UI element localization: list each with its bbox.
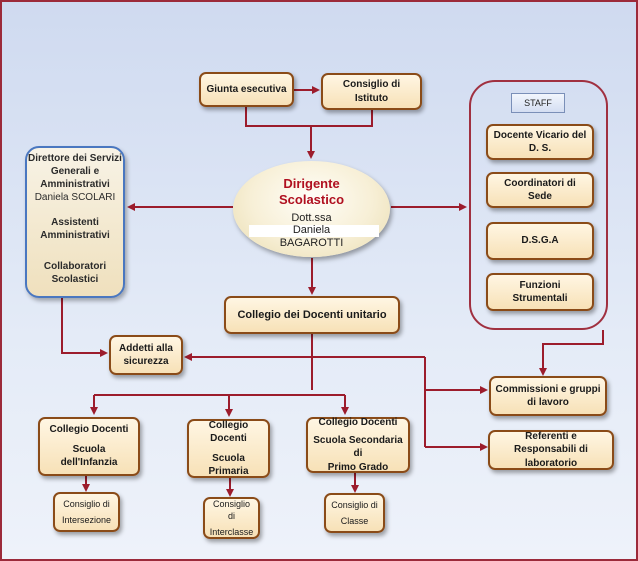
- consiglio-intersezione-line1: Consiglio di: [63, 499, 110, 510]
- collegio-unitario-box: Collegio dei Docenti unitario: [224, 296, 400, 334]
- collegio-secondaria-box: Collegio Docenti Scuola Secondaria di Pr…: [306, 417, 410, 473]
- collegio-infanzia-line2: Scuola dell'Infanzia: [60, 443, 118, 469]
- referenti-box: Referenti e Responsabili di laboratorio: [488, 430, 614, 470]
- assistenti-line1: Assistenti: [51, 217, 99, 228]
- collaboratori-line2: Scolastici: [51, 274, 99, 285]
- dirigente-title-line1: Dirigente: [283, 176, 340, 191]
- collegio-infanzia-line1: Collegio Docenti: [49, 424, 129, 436]
- collegio-primaria-line1: Collegio Docenti: [208, 419, 249, 445]
- staff-item-coordinatori: Coordinatori di Sede: [486, 172, 594, 208]
- consiglio-classe-box: Consiglio di Classe: [324, 493, 385, 533]
- giunta-esecutiva-label: Giunta esecutiva: [206, 83, 287, 95]
- commissioni-box: Commissioni e gruppi di lavoro: [489, 376, 607, 416]
- dirigente-title-line2: Scolastico: [278, 192, 345, 208]
- collegio-secondaria-line3: Primo Grado: [327, 461, 389, 473]
- collegio-secondaria-line2: Scuola Secondaria di: [313, 434, 403, 460]
- addetti-line2: sicurezza: [123, 356, 169, 367]
- consiglio-interclasse-line1: Consiglio di: [212, 499, 251, 522]
- consiglio-classe-line1: Consiglio di: [331, 500, 378, 511]
- staff-label: STAFF: [511, 93, 565, 113]
- dsga-name: Daniela SCOLARI: [34, 192, 116, 203]
- collegio-secondaria-line1: Collegio Docenti: [318, 417, 398, 428]
- consiglio-istituto-label: Consiglio di Istituto: [342, 79, 401, 104]
- collegio-infanzia-box: Collegio Docenti Scuola dell'Infanzia: [38, 417, 140, 476]
- addetti-sicurezza-box: Addetti alla sicurezza: [109, 335, 183, 375]
- collegio-unitario-label: Collegio dei Docenti unitario: [237, 308, 387, 321]
- consiglio-istituto-box: Consiglio di Istituto: [321, 73, 422, 110]
- consiglio-intersezione-box: Consiglio di Intersezione: [53, 492, 120, 532]
- dirigente-title: Dirigente Scolastico: [240, 176, 383, 209]
- dsga-line2: Generali e: [50, 166, 100, 177]
- consiglio-interclasse-line2: Interclasse: [209, 526, 254, 537]
- dsga-line1: Direttore dei Servizi: [28, 153, 122, 164]
- collegio-primaria-line2: Scuola Primaria: [208, 452, 249, 478]
- collegio-primaria-box: Collegio Docenti Scuola Primaria: [187, 419, 270, 478]
- staff-group-frame: [469, 80, 608, 330]
- dsga-line3: Amministrativi: [40, 179, 110, 190]
- dirigente-line1: Dott.ssa: [291, 212, 332, 224]
- collaboratori-line1: Collaboratori: [43, 261, 107, 272]
- staff-item-vicario-label: Docente Vicario del D. S.: [493, 129, 587, 155]
- commissioni-line1: Commissioni e gruppi: [495, 383, 601, 395]
- consiglio-interclasse-box: Consiglio di Interclasse: [203, 497, 260, 539]
- dirigente-line2: Daniela: [292, 224, 331, 236]
- staff-item-dsga-label: D.S.G.A: [521, 235, 559, 247]
- addetti-line1: Addetti alla: [119, 342, 173, 354]
- dirigente-line3: BAGAROTTI: [279, 237, 344, 249]
- consiglio-classe-line2: Classe: [340, 515, 369, 526]
- dirigente-name-highlight: [249, 225, 379, 237]
- staff-item-funzioni-label: Funzioni Strumentali: [512, 279, 568, 305]
- referenti-line2: laboratorio: [524, 457, 578, 469]
- giunta-esecutiva-box: Giunta esecutiva: [199, 72, 294, 107]
- referenti-line1: Referenti e Responsabili di: [514, 430, 588, 456]
- staff-item-funzioni: Funzioni Strumentali: [486, 273, 594, 311]
- staff-item-dsga: D.S.G.A: [486, 222, 594, 260]
- administrative-panel: Direttore dei Servizi Generali e Amminis…: [25, 146, 125, 298]
- assistenti-line2: Amministrativi: [40, 230, 110, 241]
- dirigente-ellipse: [233, 161, 390, 257]
- commissioni-line2: di lavoro: [527, 397, 569, 408]
- staff-item-coordinatori-label: Coordinatori di Sede: [504, 177, 576, 203]
- staff-item-vicario: Docente Vicario del D. S.: [486, 124, 594, 160]
- consiglio-intersezione-line2: Intersezione: [61, 514, 112, 525]
